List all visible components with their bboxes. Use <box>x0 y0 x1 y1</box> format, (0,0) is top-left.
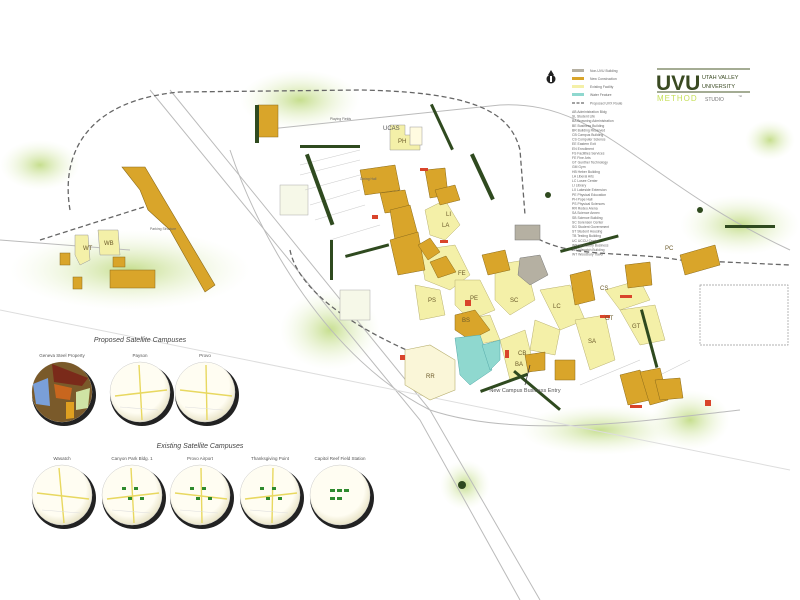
building-key-item: WT Woodbury Tower <box>572 253 604 257</box>
building-key-item: WS Wasatch Building <box>572 248 605 252</box>
building-key-item: SC Sorensen Center <box>572 220 604 224</box>
logo-method: METHOD <box>657 94 698 103</box>
satellite-campus-existing[interactable]: Provo Airport <box>169 456 234 529</box>
label-pe: PE <box>470 296 478 302</box>
logo-uvu: UVU <box>656 72 700 95</box>
label-lc: LC <box>553 304 561 310</box>
building-key-item: LI Library <box>572 184 586 188</box>
building-key-item: LA Liberal Arts <box>572 174 594 178</box>
playing-field <box>339 289 371 321</box>
legend-water: Water Feature <box>590 93 612 97</box>
building-key-item: PS Physical Sciences <box>572 202 605 206</box>
satellite-campus-proposed[interactable]: Geneva Steel Property <box>31 353 96 426</box>
satellite-campus-existing[interactable]: Canyon Park Bldg. 1 <box>101 456 166 529</box>
building-key-item: FS Facilities Services <box>572 151 605 155</box>
building-key-item: UC UCCU Center <box>572 239 600 243</box>
west-campus: WT WB <box>59 166 216 293</box>
label-parking-structure: Parking Structure <box>150 227 176 231</box>
north-arrow-icon <box>546 70 556 84</box>
satellite-campus-existing[interactable]: Thanksgiving Point <box>239 456 304 529</box>
playing-field <box>279 184 309 216</box>
building-key-item: WB Woodbury Business <box>572 243 609 247</box>
satellite-label: Capitol Reef Field Station <box>314 456 366 461</box>
label-ps: PS <box>428 298 436 304</box>
building-key-item: AB Administration Bldg <box>572 110 607 114</box>
tree-rows <box>255 103 775 489</box>
label-dining: Dining Hall <box>360 177 377 181</box>
satellite-campus-proposed[interactable]: Payson <box>109 353 174 426</box>
parking-structure <box>121 166 216 293</box>
building-key-item: BA Browning Administration <box>572 119 614 123</box>
label-fe: FE <box>458 271 466 277</box>
proposed-satellites-title: Proposed Satellite Campuses <box>94 337 187 344</box>
building-key-item: GM Gym <box>572 165 586 169</box>
label-new-campus-entry: New Campus Business Entry <box>489 388 560 394</box>
roads <box>0 89 791 600</box>
building-key-item: SG Student Government <box>572 225 609 229</box>
label-cs: CS <box>600 286 608 292</box>
logo-tm: ™ <box>738 94 742 99</box>
label-ba: BA <box>515 362 523 368</box>
label-ucas: UCAS <box>383 126 400 132</box>
label-gt2: GT <box>632 324 641 330</box>
label-cb: CB <box>518 351 526 357</box>
building-key-item: FE Fine Arts <box>572 156 591 160</box>
building-key-item: PH Pope Hall <box>572 197 593 201</box>
existing-satellites-title: Existing Satellite Campuses <box>157 443 244 450</box>
satellite-campus-proposed[interactable]: Provo <box>174 353 239 426</box>
label-playing-fields: Playing Fields <box>330 117 351 121</box>
legend-new-construction: New Construction <box>590 77 617 81</box>
building-key-item: HB Heber Building <box>572 170 600 174</box>
building-key-item: BR Building Reserved <box>572 128 605 132</box>
label-gt: GT <box>605 316 614 322</box>
satellite-campus-existing[interactable]: Capitol Reef Field Station <box>309 456 374 529</box>
label-sa: SA <box>588 339 596 345</box>
building-key-item: SA Science Annex <box>572 211 600 215</box>
logo-studio: STUDIO <box>705 97 724 103</box>
label-ph: PH <box>398 139 406 145</box>
building-key-item: LX Lakeside Extension <box>572 188 607 192</box>
label-rr: RR <box>426 374 435 380</box>
satellite-label: Geneva Steel Property <box>39 353 85 358</box>
label-la: LA <box>442 223 449 229</box>
entry-pointer <box>524 364 531 386</box>
satellite-label: Wasatch <box>53 456 71 461</box>
satellite-label: Payson <box>132 353 148 358</box>
building-key-item: PE Physical Education <box>572 193 606 197</box>
building-key-item: EN Enrollment <box>572 147 594 151</box>
legend-uvx-route: Proposed UVX Route <box>590 102 623 106</box>
building-key-item: TB Testing Building <box>572 234 601 238</box>
building-key-item: ST Student Housing <box>572 230 602 234</box>
building-key-item: CB Campus Building <box>572 133 603 137</box>
main-campus: UCAS PH <box>150 103 789 489</box>
legend: Non-UVU Building New Construction Existi… <box>572 69 623 257</box>
label-wt: WT <box>83 246 93 252</box>
building-key-item: BE Business Building <box>572 124 604 128</box>
satellite-label: Provo Airport <box>187 456 214 461</box>
label-sc: SC <box>510 298 519 304</box>
logo-line2: UNIVERSITY <box>702 84 735 90</box>
building-key-item: CS Computer Science <box>572 138 606 142</box>
logo-line1: UTAH VALLEY <box>702 75 739 81</box>
label-pc: PC <box>665 246 674 252</box>
building-key-item: SL Student Life <box>572 115 595 119</box>
building-key-item: RR Rodeo Arena <box>572 207 598 211</box>
uvu-method-studio-logo: UVU UTAH VALLEY UNIVERSITY METHOD STUDIO… <box>656 68 750 103</box>
satellite-campus-existing[interactable]: Wasatch <box>31 456 96 529</box>
building-key-item: LC Losee Center <box>572 179 599 183</box>
legend-existing: Existing Facility <box>590 85 614 89</box>
building-key-item: SB Science Building <box>572 216 603 220</box>
label-bs: BS <box>462 318 470 324</box>
satellite-label: Canyon Park Bldg. 1 <box>111 456 153 461</box>
legend-non-uvu: Non-UVU Building <box>590 69 618 73</box>
building-key-item: GT Gunther Technology <box>572 161 608 165</box>
building-key-item: EE Eastern Exit <box>572 142 596 146</box>
label-wb: WB <box>104 241 114 247</box>
label-li: LI <box>446 212 451 218</box>
satellite-label: Provo <box>199 353 211 358</box>
satellite-label: Thanksgiving Point <box>251 456 290 461</box>
